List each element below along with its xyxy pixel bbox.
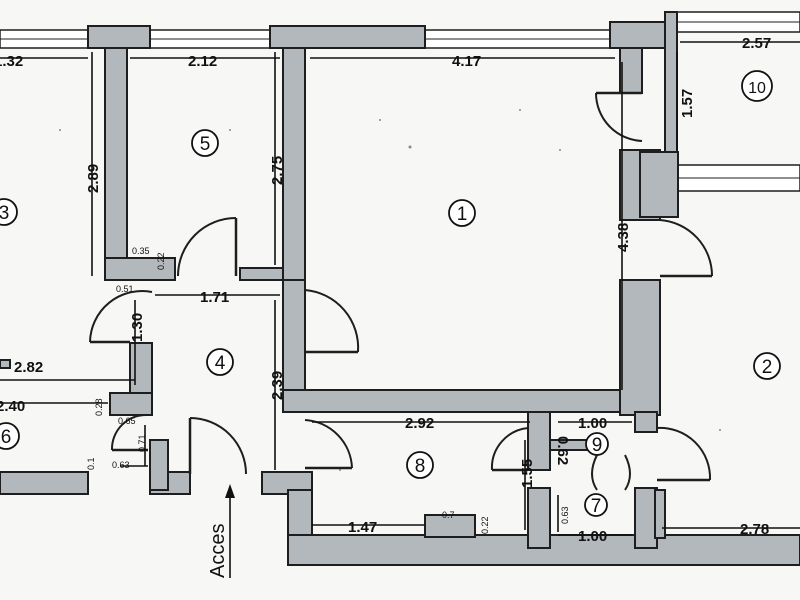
dim-0-51: 0.51 xyxy=(116,284,134,294)
dimension-labels: 1.32 2.12 4.17 2.57 1.57 2.89 2.75 4.38 … xyxy=(0,35,771,545)
entrance-label: Acces xyxy=(207,524,229,578)
dim-1-47: 1.47 xyxy=(348,519,377,536)
room-1: 1 xyxy=(448,199,476,227)
dim-0-71: 0.71 xyxy=(137,434,147,452)
dim-2-40: 2.40 xyxy=(0,398,25,415)
dimension-lines xyxy=(0,41,800,536)
room-6: 6 xyxy=(0,422,20,450)
svg-text:2: 2 xyxy=(762,357,773,378)
dim-2-82: 2.82 xyxy=(14,359,43,376)
dim-1-32: 1.32 xyxy=(0,53,23,70)
room-7: 7 xyxy=(584,493,608,517)
arrow-up-icon xyxy=(225,484,235,498)
dim-4-17: 4.17 xyxy=(452,53,481,70)
dim-0-7: 0.7 xyxy=(442,510,455,520)
svg-text:1: 1 xyxy=(457,204,468,225)
dim-0-63b: 0.63 xyxy=(560,506,570,524)
dim-2-57: 2.57 xyxy=(742,35,771,52)
room-3: 3 xyxy=(0,198,18,226)
dim-0-28: 0.28 xyxy=(94,398,104,416)
room-labels: 1 2 3 4 5 6 7 8 xyxy=(0,70,781,517)
svg-text:7: 7 xyxy=(591,496,602,517)
room-9: 9 xyxy=(585,432,609,456)
dim-1-00b: 1.00 xyxy=(578,528,607,545)
room-2: 2 xyxy=(753,352,781,380)
dim-0-62: 0.62 xyxy=(554,436,571,465)
svg-text:10: 10 xyxy=(748,80,766,97)
svg-text:6: 6 xyxy=(1,427,12,448)
dim-2-75: 2.75 xyxy=(269,156,286,185)
svg-text:5: 5 xyxy=(200,134,211,155)
dim-2-39: 2.39 xyxy=(269,371,286,400)
entrance-marker: Acces xyxy=(207,484,235,578)
room-5: 5 xyxy=(191,129,219,157)
doors xyxy=(89,91,714,491)
dim-0-22b: 0.22 xyxy=(480,516,490,534)
svg-text:9: 9 xyxy=(592,435,603,456)
dim-0-65: 0.65 xyxy=(118,416,136,426)
dim-1-30: 1.30 xyxy=(129,313,146,342)
dim-1-00a: 1.00 xyxy=(578,415,607,432)
dim-2-89: 2.89 xyxy=(85,164,102,193)
dim-0-1: 0.1 xyxy=(86,457,96,470)
svg-text:4: 4 xyxy=(215,353,226,374)
walls xyxy=(0,11,800,566)
dim-1-71: 1.71 xyxy=(200,289,229,306)
dim-2-92: 2.92 xyxy=(405,415,434,432)
svg-text:3: 3 xyxy=(0,203,9,224)
room-4: 4 xyxy=(206,348,234,376)
room-10: 10 xyxy=(741,70,773,102)
dim-4-38: 4.38 xyxy=(615,223,632,252)
dim-2-78: 2.78 xyxy=(740,521,769,538)
scan-specks xyxy=(59,109,721,471)
room-8: 8 xyxy=(406,451,434,479)
dim-0-22a: 0.22 xyxy=(156,252,166,270)
dim-1-57: 1.57 xyxy=(679,89,696,118)
svg-text:8: 8 xyxy=(415,456,426,477)
dim-1-55: 1.55 xyxy=(519,459,536,488)
dim-0-63: 0.63 xyxy=(112,460,130,470)
dim-2-12: 2.12 xyxy=(188,53,217,70)
dim-0-35: 0.35 xyxy=(132,246,150,256)
